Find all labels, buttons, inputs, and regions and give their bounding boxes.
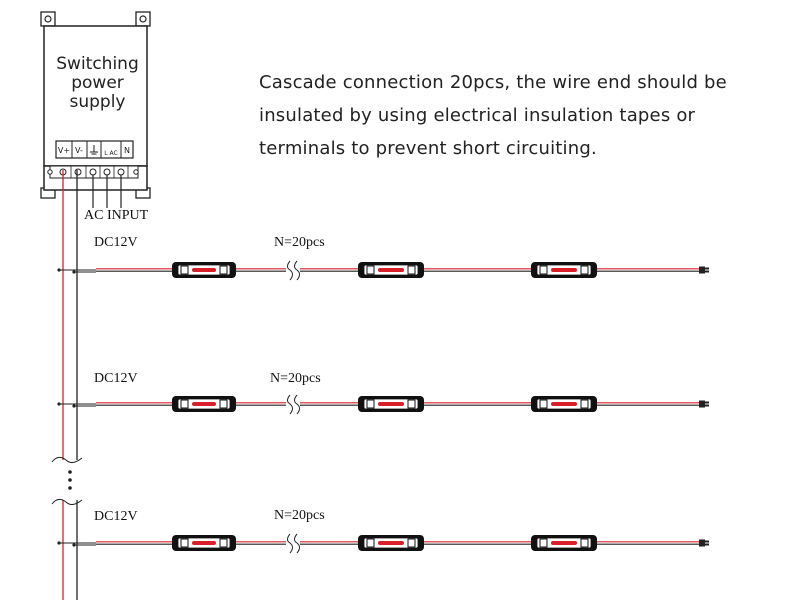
connector-pin	[705, 270, 709, 273]
connector-icon	[699, 266, 705, 274]
count-label: N=20pcs	[270, 371, 321, 386]
ac-input-label: AC INPUT	[84, 208, 149, 223]
led-chip	[219, 538, 228, 548]
module-lens	[551, 541, 577, 545]
led-chip	[539, 265, 548, 275]
connector-pin	[705, 404, 709, 407]
led-branch	[57, 533, 709, 554]
wire-break-icon	[51, 498, 83, 506]
wire-break-icon	[287, 533, 293, 554]
led-chip	[407, 265, 416, 275]
wire-break-icon	[51, 456, 83, 464]
note-line: insulated by using electrical insulation…	[259, 105, 696, 126]
led-chip	[180, 538, 189, 548]
note-line: terminals to prevent short circuiting.	[259, 138, 597, 159]
led-chip	[580, 399, 589, 409]
led-module	[531, 262, 597, 278]
count-label: N=20pcs	[274, 508, 325, 523]
psu-title-line: power	[71, 73, 124, 93]
led-chip	[580, 265, 589, 275]
led-module	[172, 396, 236, 412]
voltage-label: DC12V	[94, 509, 138, 524]
ac-input-wires	[92, 175, 122, 208]
led-module	[172, 262, 236, 278]
voltage-label: DC12V	[94, 371, 138, 386]
led-branch	[57, 260, 709, 281]
module-lens	[551, 268, 577, 272]
led-chip	[366, 399, 375, 409]
ellipsis-vertical-icon	[68, 470, 72, 490]
led-branches	[57, 260, 709, 554]
connector-pin	[705, 540, 709, 543]
led-chip	[219, 265, 228, 275]
installation-note: Cascade connection 20pcs, the wire end s…	[259, 66, 739, 165]
led-module	[358, 396, 424, 412]
connector-icon	[699, 400, 705, 408]
module-lens	[192, 402, 216, 406]
terminal-label-n: N	[124, 146, 130, 155]
wire-break-icon	[287, 394, 293, 415]
led-module	[531, 396, 597, 412]
led-module	[172, 535, 236, 551]
count-label: N=20pcs	[274, 235, 325, 250]
led-chip	[539, 399, 548, 409]
led-branch	[57, 394, 709, 415]
led-module	[358, 535, 424, 551]
terminal-label-vplus: V+	[58, 146, 70, 155]
module-lens	[192, 268, 216, 272]
psu-title-line: Switching	[56, 54, 139, 74]
power-supply-unit	[40, 11, 151, 199]
connector-pin	[705, 267, 709, 270]
led-module	[531, 535, 597, 551]
module-lens	[378, 268, 404, 272]
led-chip	[219, 399, 228, 409]
led-chip	[366, 265, 375, 275]
led-chip	[180, 399, 189, 409]
psu-title-line: supply	[69, 92, 126, 112]
led-chip	[407, 399, 416, 409]
main-bus	[51, 170, 83, 600]
wire-break-icon	[294, 394, 300, 415]
led-chip	[539, 538, 548, 548]
led-module	[358, 262, 424, 278]
module-lens	[378, 402, 404, 406]
voltage-label: DC12V	[94, 235, 138, 250]
module-lens	[378, 541, 404, 545]
connector-pin	[705, 401, 709, 404]
connector-pin	[705, 543, 709, 546]
led-chip	[407, 538, 416, 548]
ground-icon	[90, 145, 98, 155]
module-lens	[192, 541, 216, 545]
terminal-label-vminus: V-	[75, 146, 83, 155]
module-lens	[551, 402, 577, 406]
terminal-label-ac: L AC	[104, 150, 117, 157]
wire-break-icon	[294, 260, 300, 281]
led-chip	[180, 265, 189, 275]
led-chip	[366, 538, 375, 548]
connector-icon	[699, 539, 705, 547]
psu-title: Switching power supply	[45, 55, 150, 112]
wire-break-icon	[294, 533, 300, 554]
note-line: Cascade connection 20pcs, the wire end s…	[259, 72, 727, 93]
led-chip	[580, 538, 589, 548]
wire-break-icon	[287, 260, 293, 281]
